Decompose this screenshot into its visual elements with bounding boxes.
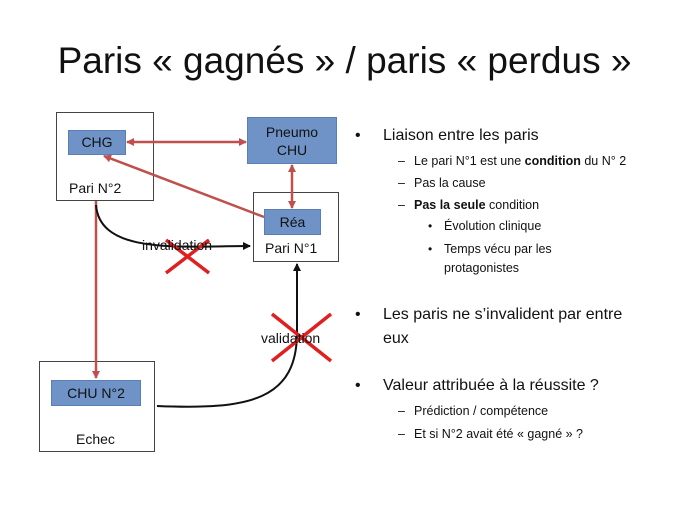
validation-cross [270, 312, 333, 363]
invalidation-label: invalidation [142, 237, 213, 253]
chu-label: CHU [276, 142, 308, 158]
rea-chip: Réa [264, 209, 321, 235]
bullet-3-sub-2: Et si N°2 avait été « gagné » ? [414, 427, 583, 441]
bullet-dot: • [355, 306, 361, 323]
bullet-dot: • [355, 377, 361, 394]
invalidation-cross [164, 238, 211, 275]
dash-icon: – [398, 154, 405, 168]
text: condition [485, 198, 540, 212]
bullet-3-sub-1: Prédiction / compétence [414, 404, 549, 418]
bullet-1-sub-3-b-line1: Temps vécu par les [444, 242, 552, 256]
bullet-1-sub-3-b-line2: protagonistes [444, 261, 520, 275]
bullet-1: Liaison entre les paris [383, 127, 539, 144]
bullet-1-sub-2: Pas la cause [414, 176, 486, 190]
invalidation-arrow [95, 204, 251, 251]
bullet-1-sub-1: Le pari N°1 est une condition du N° 2 [414, 154, 626, 168]
text-bold: Pas la seule [414, 198, 486, 212]
pari1-caption: Pari N°1 [265, 240, 318, 256]
chg-chip: CHG [68, 130, 126, 155]
bullet-2-line2: eux [383, 330, 409, 347]
dash-icon: – [398, 198, 405, 212]
bullet-1-sub-3-a: Évolution clinique [444, 219, 542, 233]
bullet-1-sub-3: Pas la seule condition [414, 198, 539, 212]
rea-chg-arrow [103, 154, 265, 219]
bullet-dot: • [355, 127, 361, 144]
pneumo-chu-chip: Pneumo CHU [247, 117, 337, 164]
dash-icon: – [398, 404, 405, 418]
pari2-caption: Pari N°2 [69, 180, 122, 196]
slide-title: Paris « gagnés » / paris « perdus » [57, 40, 632, 81]
text: du N° 2 [580, 154, 627, 168]
text: Le pari N°1 est une [414, 154, 525, 168]
bullet-3: Valeur attribuée à la réussite ? [383, 377, 599, 394]
dash-icon: – [398, 427, 405, 441]
bullet-2-line1: Les paris ne s’invalident par entre [383, 306, 623, 323]
chu2-chip: CHU N°2 [51, 380, 141, 406]
bullet-dot: • [428, 242, 433, 256]
echec-caption: Echec [76, 431, 115, 447]
text-bold: condition [524, 154, 581, 168]
dash-icon: – [398, 176, 405, 190]
validation-label: validation [261, 330, 321, 346]
pneumo-label: Pneumo [265, 124, 319, 140]
bullet-dot: • [428, 219, 433, 233]
